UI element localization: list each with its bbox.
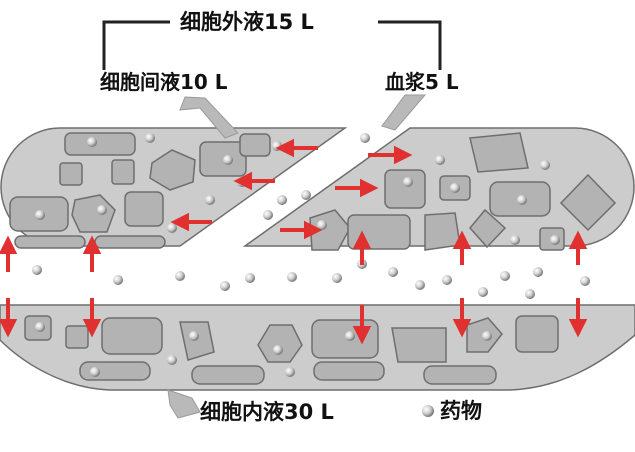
- plasma-label: 血浆5 L: [385, 70, 459, 94]
- cells-upper-left: [9, 132, 271, 249]
- icf-label: 细胞内液30 L: [200, 400, 334, 424]
- cells-lower: [24, 315, 559, 385]
- drug-legend-label: 药物: [440, 399, 482, 423]
- ecf-bracket: [102, 20, 442, 70]
- label-pointers: [167, 94, 427, 419]
- drug-legend-icon: [422, 405, 434, 417]
- drug-particles: [32, 133, 590, 377]
- transfer-arrows: [0, 138, 588, 345]
- interstitial-label: 细胞间液10 L: [100, 70, 228, 94]
- ecf-label: 细胞外液15 L: [180, 10, 314, 34]
